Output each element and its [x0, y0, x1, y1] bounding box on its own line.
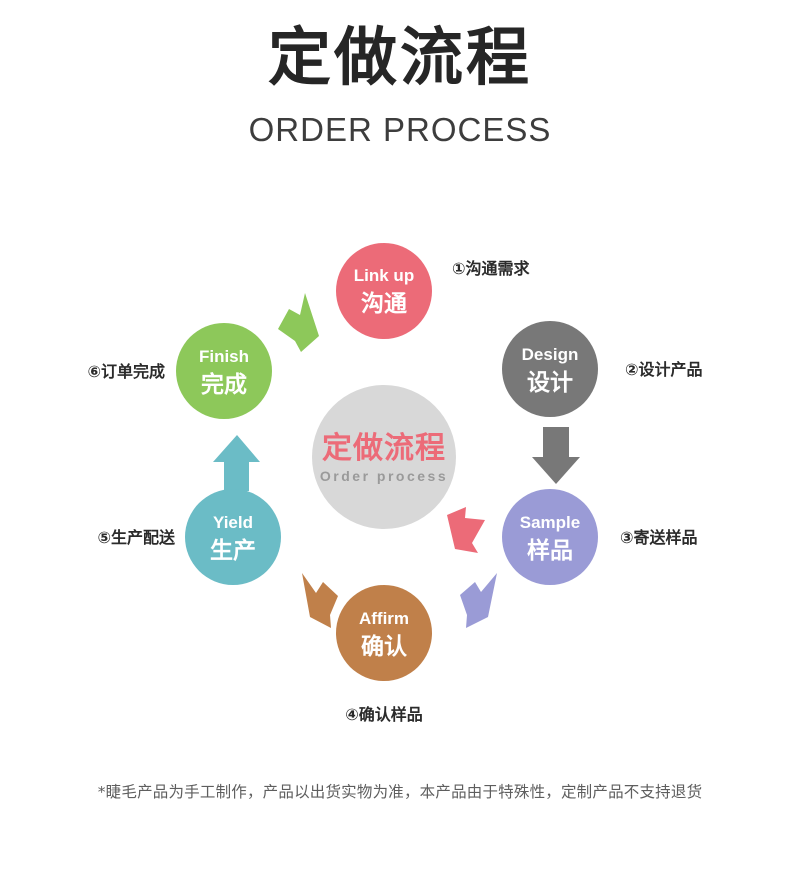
step-en-affirm: Affirm — [359, 609, 409, 628]
page-title-en: ORDER PROCESS — [248, 111, 552, 149]
arrow-affirm-to-yield — [302, 573, 338, 628]
step-label-sample: ③寄送样品 — [620, 528, 698, 547]
step-circle-design[interactable] — [502, 321, 598, 417]
hub-title-cn: 定做流程 — [322, 431, 446, 466]
page-title-cn: 定做流程 — [268, 21, 532, 94]
step-node-design[interactable]: Design 设计 — [502, 321, 598, 417]
step-cn-finish: 完成 — [201, 371, 247, 398]
step-node-finish[interactable]: Finish 完成 — [176, 323, 272, 419]
footer: *睫毛产品为手工制作，产品以出货实物为准，本产品由于特殊性，定制产品不支持退货 — [0, 780, 800, 802]
step-en-design: Design — [522, 345, 579, 364]
step-circle-yield[interactable] — [185, 489, 281, 585]
arrow-sample-to-affirm — [460, 573, 497, 628]
step-node-affirm[interactable]: Affirm 确认 — [336, 585, 432, 681]
hub-node: 定做流程 Order process — [312, 385, 456, 529]
hub-title-en: Order process — [320, 468, 448, 484]
process-diagram: 定做流程 Order process — [0, 205, 800, 745]
step-cn-affirm: 确认 — [361, 634, 407, 660]
step-label-link-up: ①沟通需求 — [452, 259, 531, 278]
step-circle-affirm[interactable] — [336, 585, 432, 681]
step-label-affirm: ④确认样品 — [345, 705, 423, 724]
step-node-yield[interactable]: Yield 生产 — [185, 489, 281, 585]
arrow-link-up-to-design — [447, 507, 485, 553]
step-circle-finish[interactable] — [176, 323, 272, 419]
step-circle-sample[interactable] — [502, 489, 598, 585]
step-cn-design: 设计 — [527, 370, 573, 396]
step-en-finish: Finish — [199, 347, 249, 366]
footer-disclaimer: *睫毛产品为手工制作，产品以出货实物为准，本产品由于特殊性，定制产品不支持退货 — [97, 783, 703, 801]
step-cn-yield: 生产 — [210, 537, 256, 564]
arrow-yield-to-finish — [213, 435, 260, 491]
step-en-sample: Sample — [520, 513, 580, 532]
step-circle-link-up[interactable] — [336, 243, 432, 339]
step-node-sample[interactable]: Sample 样品 — [502, 489, 598, 585]
step-label-design: ②设计产品 — [625, 360, 703, 379]
header: 定做流程 ORDER PROCESS — [0, 0, 800, 148]
step-en-yield: Yield — [213, 513, 253, 532]
step-en-link-up: Link up — [354, 266, 414, 285]
arrow-finish-to-link-up — [278, 293, 319, 352]
step-cn-sample: 样品 — [527, 537, 573, 564]
step-node-link-up[interactable]: Link up 沟通 — [336, 243, 432, 339]
step-label-finish: ⑥订单完成 — [87, 362, 165, 381]
step-label-yield: ⑤生产配送 — [97, 528, 176, 547]
hub-circle — [312, 385, 456, 529]
arrow-design-to-sample — [532, 427, 580, 484]
step-cn-link-up: 沟通 — [361, 290, 407, 317]
